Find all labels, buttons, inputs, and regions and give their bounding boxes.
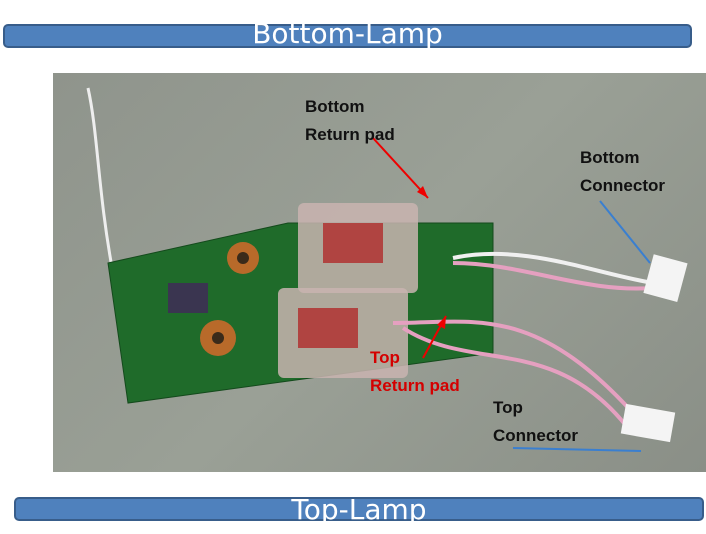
top-lamp-title: Top-Lamp (291, 493, 427, 526)
label-line: Connector (580, 176, 665, 195)
label-line: Bottom (305, 97, 365, 116)
bottom-lamp-title: Bottom-Lamp (252, 17, 443, 50)
bottom-return-pad-label: Bottom Return pad (305, 93, 395, 149)
top-lamp-banner: Top-Lamp (14, 493, 704, 526)
inverter-board-photo: Bottom Return pad Bottom Connector Top R… (53, 73, 706, 472)
label-line: Return pad (305, 125, 395, 144)
label-line: Top (370, 348, 400, 367)
top-connector-label: Top Connector (493, 394, 578, 450)
bottom-connector-label: Bottom Connector (580, 144, 665, 200)
board-illustration (86, 87, 688, 452)
label-line: Connector (493, 426, 578, 445)
label-line: Top (493, 398, 523, 417)
bottom-lamp-banner: Bottom-Lamp (3, 20, 692, 48)
label-line: Bottom (580, 148, 640, 167)
label-line: Return pad (370, 376, 460, 395)
top-return-pad-label: Top Return pad (370, 344, 460, 400)
